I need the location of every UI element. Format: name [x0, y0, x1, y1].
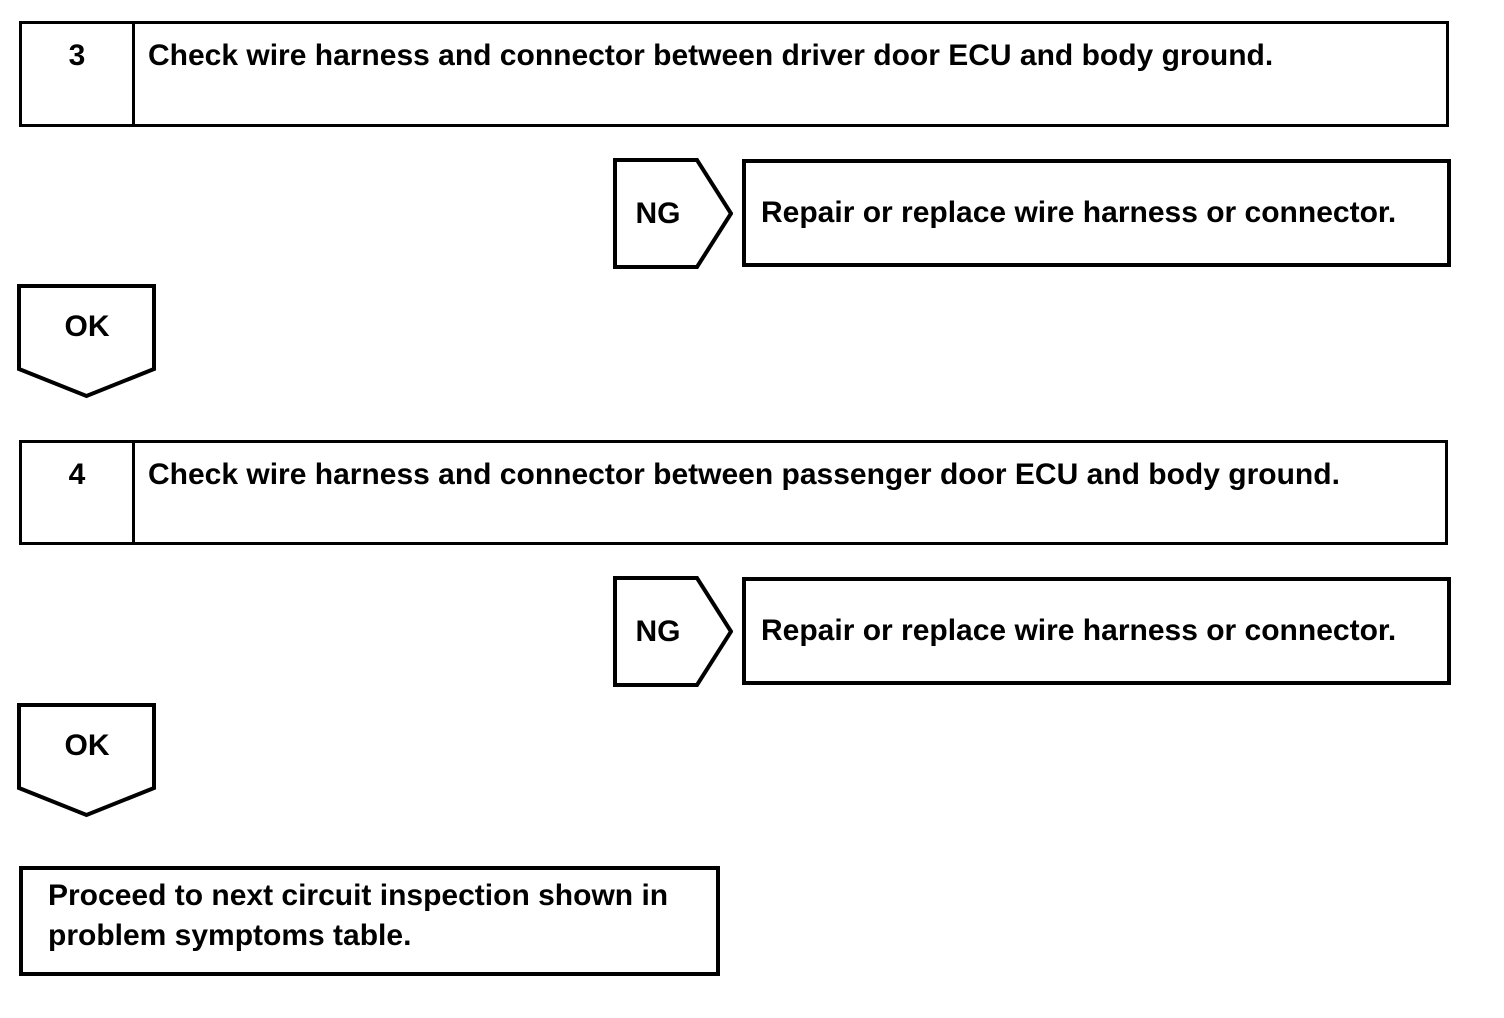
- step-3-instruction: Check wire harness and connector between…: [148, 39, 1274, 72]
- ng-result-1: Repair or replace wire harness or connec…: [742, 159, 1451, 267]
- ok-connector-2: OK: [17, 703, 157, 818]
- ng-label-1: NG: [635, 196, 681, 230]
- ng-result-2: Repair or replace wire harness or connec…: [742, 577, 1451, 685]
- ng-result-1-text: Repair or replace wire harness or connec…: [761, 196, 1397, 229]
- ng-connector-2: NG: [613, 576, 733, 687]
- ng-result-2-text: Repair or replace wire harness or connec…: [761, 614, 1397, 647]
- ok-pointer-icon: [17, 703, 156, 818]
- ok-pointer-icon: [17, 284, 156, 399]
- ng-pentagon-icon: [613, 158, 733, 269]
- step-4-instruction: Check wire harness and connector between…: [148, 458, 1340, 491]
- ok-label-2: OK: [64, 728, 110, 762]
- step-4-number: 4: [22, 443, 135, 542]
- final-note-box: Proceed to next circuit inspection shown…: [19, 866, 720, 976]
- step-4-box: 4 Check wire harness and connector betwe…: [19, 440, 1448, 545]
- ok-connector-1: OK: [17, 284, 157, 399]
- ng-label-2: NG: [635, 614, 681, 648]
- final-note-text: Proceed to next circuit inspection shown…: [48, 879, 669, 952]
- ng-connector-1: NG: [613, 158, 733, 269]
- step-3-number: 3: [22, 24, 135, 124]
- ok-label-1: OK: [64, 309, 110, 343]
- ng-pentagon-icon: [613, 576, 733, 687]
- step-3-box: 3 Check wire harness and connector betwe…: [19, 21, 1449, 127]
